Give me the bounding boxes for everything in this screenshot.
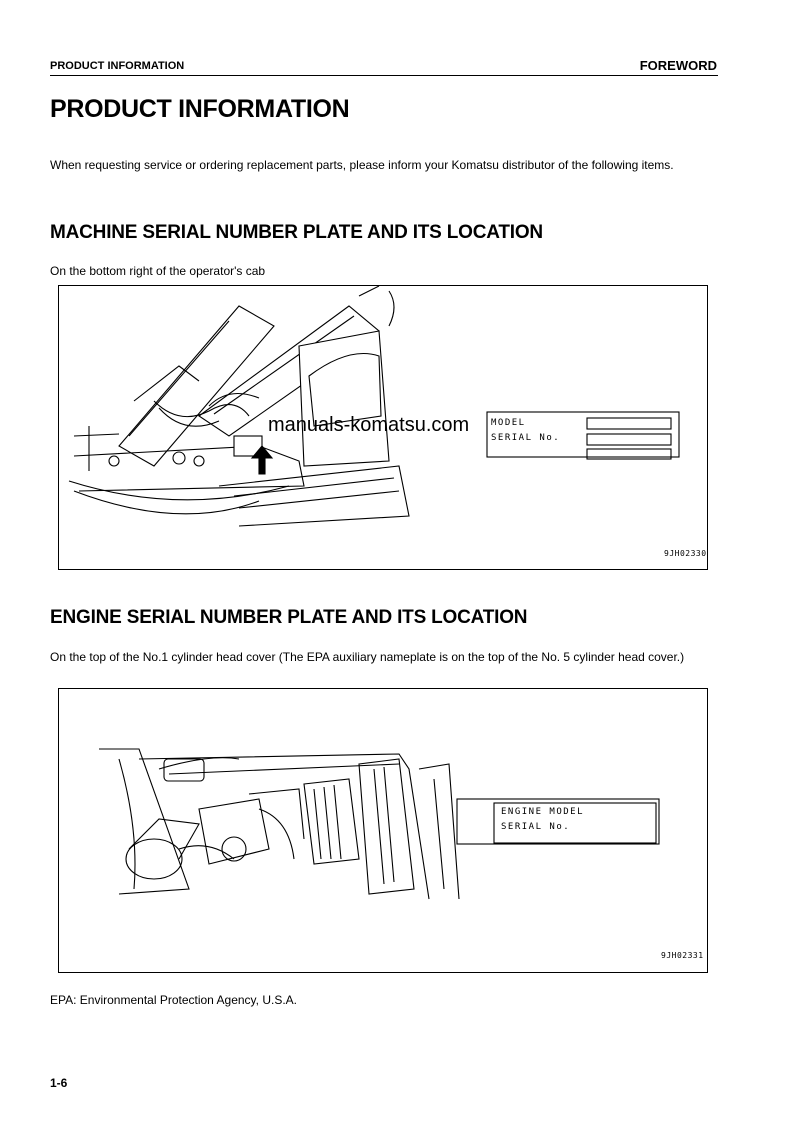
page-title: PRODUCT INFORMATION bbox=[50, 95, 350, 123]
engine-plate-serial-label: SERIAL No. bbox=[501, 822, 571, 832]
header-right: FOREWORD bbox=[639, 58, 717, 73]
machine-figure: MODEL SERIAL No. 9JH02330 bbox=[58, 285, 708, 570]
machine-section-caption: On the bottom right of the operator's ca… bbox=[50, 264, 266, 278]
machine-plate-model-label: MODEL bbox=[491, 418, 526, 428]
header-rule bbox=[50, 75, 718, 76]
page-number: 1-6 bbox=[50, 1076, 68, 1090]
intro-paragraph: When requesting service or ordering repl… bbox=[50, 158, 674, 172]
engine-section-caption: On the top of the No.1 cylinder head cov… bbox=[50, 650, 685, 664]
epa-footnote: EPA: Environmental Protection Agency, U.… bbox=[50, 993, 298, 1007]
machine-illustration bbox=[68, 286, 680, 527]
watermark: manuals-komatsu.com bbox=[268, 414, 470, 436]
header-left: PRODUCT INFORMATION bbox=[50, 60, 185, 72]
machine-plate-serial-label: SERIAL No. bbox=[491, 433, 561, 443]
machine-section-title: MACHINE SERIAL NUMBER PLATE AND ITS LOCA… bbox=[50, 222, 543, 243]
engine-plate-model-label: ENGINE MODEL bbox=[501, 807, 585, 817]
engine-section-title: ENGINE SERIAL NUMBER PLATE AND ITS LOCAT… bbox=[50, 607, 528, 628]
engine-figure: ENGINE MODEL SERIAL No. 9JH02331 bbox=[58, 688, 708, 973]
machine-figure-code: 9JH02330 bbox=[664, 549, 707, 558]
engine-illustration bbox=[99, 748, 660, 900]
engine-figure-code: 9JH02331 bbox=[661, 951, 704, 960]
